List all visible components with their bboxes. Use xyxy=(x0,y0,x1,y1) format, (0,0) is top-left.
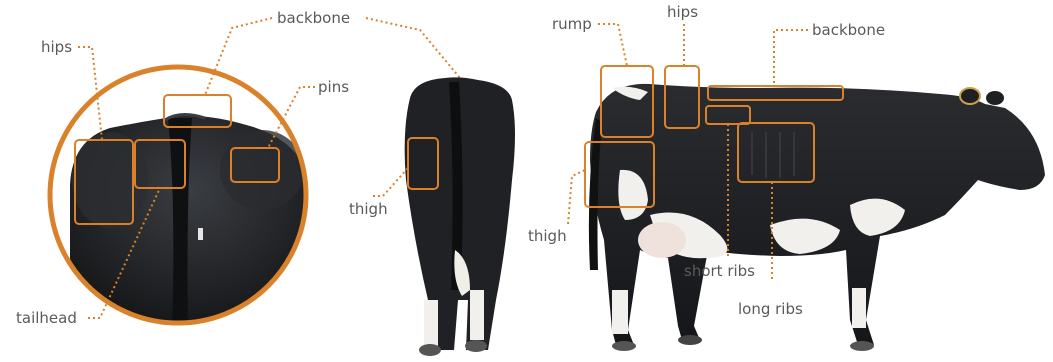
side-hips-label: hips xyxy=(667,3,698,21)
side-short-ribs-label: short ribs xyxy=(684,262,755,280)
rear-thigh-leader xyxy=(373,168,408,196)
closeup-pins-label: pins xyxy=(318,78,349,96)
side-long-ribs-label: long ribs xyxy=(738,300,803,318)
rear-thigh-label: thigh xyxy=(349,200,388,218)
closeup-backbone-label: backbone xyxy=(277,9,350,27)
closeup-tailhead-label: tailhead xyxy=(16,309,77,327)
cow-rear-closeup-illustration xyxy=(40,60,320,330)
cow-rear-view-illustration xyxy=(405,77,515,356)
side-thigh-label: thigh xyxy=(528,227,567,245)
cow-side-view-illustration xyxy=(589,84,1045,351)
closeup-hips-label: hips xyxy=(41,38,72,56)
backbone-leader-to-rear xyxy=(366,18,460,78)
side-backbone-label: backbone xyxy=(812,21,885,39)
side-rump-label: rump xyxy=(552,15,592,33)
